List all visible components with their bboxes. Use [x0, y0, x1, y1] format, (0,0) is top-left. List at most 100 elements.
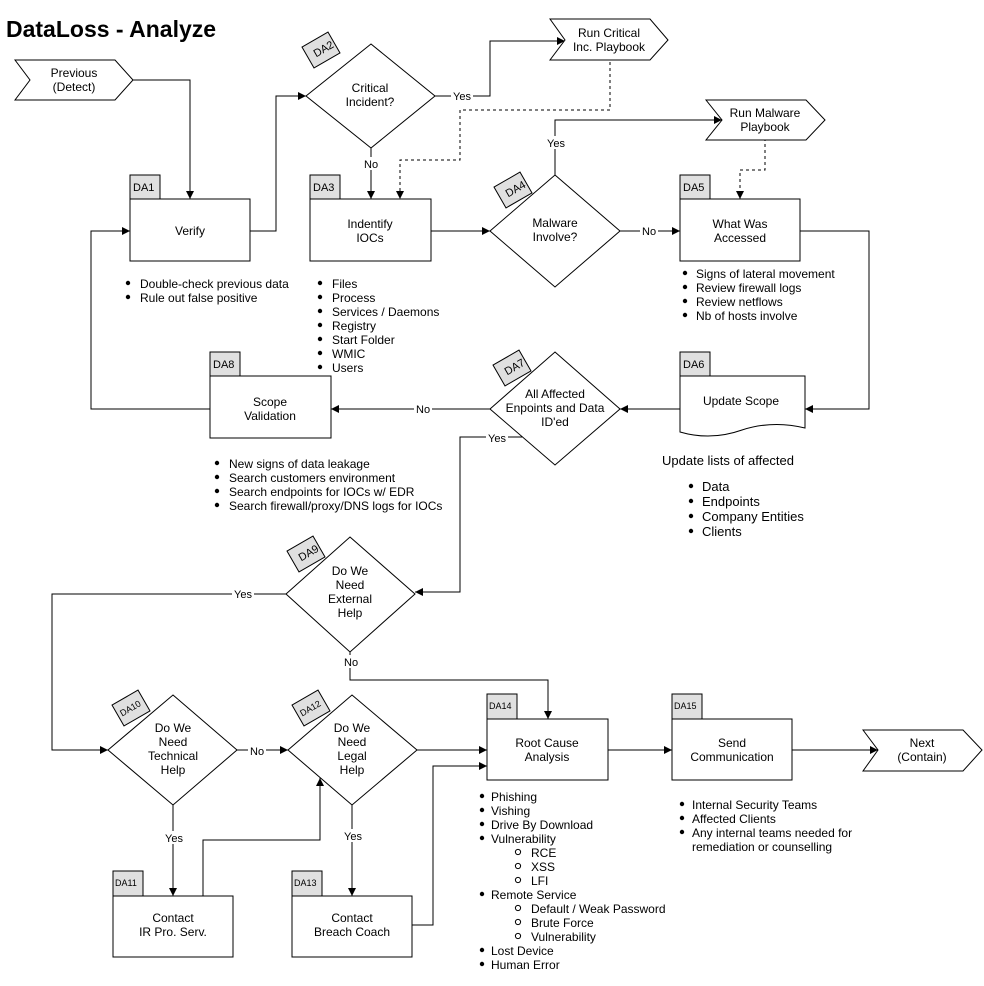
node-da3-identify-iocs[interactable]: DA3 Indentify IOCs [309, 174, 432, 262]
svg-text:Start Folder: Start Folder [332, 333, 395, 347]
node-da1-verify[interactable]: DA1 Verify [129, 174, 251, 262]
svg-text:Internal Security Teams: Internal Security Teams [692, 798, 817, 812]
edge-previous-to-da1 [133, 79, 194, 199]
edge-da11-to-da12 [202, 778, 324, 896]
node-tag: DA5 [683, 182, 704, 194]
edge-da9-to-da10 [51, 593, 286, 754]
svg-text:Nb of hosts involve: Nb of hosts involve [696, 309, 798, 323]
svg-text:Update Scope: Update Scope [703, 394, 779, 408]
node-da11-contact-ir[interactable]: DA11 Contact IR Pro. Serv. [112, 870, 234, 958]
svg-text:New signs of data leakage: New signs of data leakage [229, 457, 370, 471]
label-da12-yes: Yes [344, 831, 362, 843]
svg-text:Accessed: Accessed [714, 231, 766, 245]
svg-text:Signs of lateral movement: Signs of lateral movement [696, 267, 835, 281]
svg-text:WMIC: WMIC [332, 347, 366, 361]
svg-text:Clients: Clients [702, 524, 742, 539]
svg-text:IR Pro. Serv.: IR Pro. Serv. [139, 925, 207, 939]
svg-text:Analysis: Analysis [525, 750, 570, 764]
svg-text:XSS: XSS [531, 860, 555, 874]
svg-text:Vulnerability: Vulnerability [531, 930, 596, 944]
svg-text:Critical: Critical [352, 81, 389, 95]
node-da14-root-cause[interactable]: DA14 Root Cause Analysis [486, 693, 609, 781]
edge-da13-to-da14 [412, 762, 487, 926]
node-tag: DA3 [313, 182, 334, 194]
svg-text:Incident?: Incident? [346, 95, 395, 109]
svg-text:Affected Clients: Affected Clients [692, 812, 776, 826]
node-da12-legal-help[interactable]: DA12 Do We Need Legal Help [287, 689, 418, 806]
node-tag: DA11 [115, 878, 137, 888]
offpage-next[interactable]: Next (Contain) [862, 729, 983, 772]
svg-text:Root Cause: Root Cause [515, 736, 579, 750]
label-da2-no: No [364, 159, 378, 171]
svg-text:Enpoints and Data: Enpoints and Data [506, 401, 605, 415]
offpage-malware-playbook[interactable]: Run Malware Playbook [704, 99, 826, 141]
svg-text:Do We: Do We [155, 721, 192, 735]
svg-text:Review firewall logs: Review firewall logs [696, 281, 801, 295]
svg-text:Search customers environment: Search customers environment [229, 471, 396, 485]
svg-text:Indentify: Indentify [347, 217, 392, 231]
svg-text:Vulnerability: Vulnerability [491, 832, 556, 846]
notes-da8: New signs of data leakage Search custome… [214, 457, 442, 513]
notes-da5: Signs of lateral movement Review firewal… [682, 267, 835, 323]
notes-da6: Update lists of affected Data Endpoints … [662, 453, 804, 539]
svg-text:External: External [328, 592, 372, 606]
svg-text:Vishing: Vishing [491, 804, 530, 818]
node-da13-contact-breach-coach[interactable]: DA13 Contact Breach Coach [291, 870, 413, 958]
svg-text:Remote Service: Remote Service [491, 888, 577, 902]
label-da4-no: No [642, 226, 656, 238]
svg-text:Previous: Previous [51, 66, 98, 80]
svg-text:Inc. Playbook: Inc. Playbook [573, 40, 646, 54]
svg-text:Lost Device: Lost Device [491, 944, 554, 958]
edge-da9-to-da14 [349, 652, 552, 719]
edge-da7-to-da9 [415, 436, 522, 596]
node-da15-send-communication[interactable]: DA15 Send Communication [671, 693, 793, 781]
node-tag: DA8 [213, 359, 234, 371]
label-da9-yes: Yes [234, 589, 252, 601]
svg-text:Phishing: Phishing [491, 790, 537, 804]
node-da10-technical-help[interactable]: DA10 Do We Need Technical Help [107, 689, 238, 806]
label-da10-yes: Yes [165, 833, 183, 845]
edge-da1-to-da2 [250, 92, 306, 232]
svg-text:Send: Send [718, 736, 746, 750]
svg-text:What Was: What Was [713, 217, 768, 231]
offpage-previous[interactable]: Previous (Detect) [14, 59, 134, 101]
svg-text:Contact: Contact [152, 911, 194, 925]
svg-text:Services / Daemons: Services / Daemons [332, 305, 439, 319]
svg-text:Help: Help [161, 763, 186, 777]
svg-text:Technical: Technical [148, 749, 198, 763]
svg-text:Communication: Communication [690, 750, 773, 764]
svg-text:Drive By Download: Drive By Download [491, 818, 593, 832]
svg-text:Malware: Malware [532, 216, 578, 230]
svg-text:Files: Files [332, 277, 357, 291]
label-da9-no: No [344, 657, 358, 669]
node-da4-malware-involved[interactable]: DA4 Malware Involve? [489, 171, 621, 288]
node-da7-all-affected-ided[interactable]: DA7 All Affected Enpoints and Data ID'ed [489, 349, 621, 466]
edge-critical-playbook-to-da3 [396, 56, 611, 199]
svg-text:Need: Need [338, 735, 367, 749]
node-da5-what-was-accessed[interactable]: DA5 What Was Accessed [679, 174, 801, 262]
svg-text:Run Critical: Run Critical [578, 26, 640, 40]
svg-text:All Affected: All Affected [525, 387, 585, 401]
notes-da15: Internal Security Teams Affected Clients… [679, 798, 852, 854]
svg-text:IOCs: IOCs [356, 231, 383, 245]
svg-text:Run Malware: Run Malware [730, 106, 801, 120]
svg-text:Help: Help [340, 763, 365, 777]
node-tag: DA6 [683, 359, 704, 371]
edge-da4-to-malware-playbook [554, 116, 722, 175]
edge-malware-playbook-to-da5 [736, 138, 766, 199]
node-da2-critical-incident[interactable]: DA2 Critical Incident? [301, 31, 436, 149]
label-da7-no: No [416, 404, 430, 416]
svg-text:Do We: Do We [332, 564, 369, 578]
svg-text:Review netflows: Review netflows [696, 295, 783, 309]
node-da8-scope-validation[interactable]: DA8 Scope Validation [209, 351, 332, 439]
svg-text:RCE: RCE [531, 846, 556, 860]
node-da6-update-scope[interactable]: DA6 Update Scope [679, 351, 806, 437]
svg-text:Users: Users [332, 361, 363, 375]
node-da9-external-help[interactable]: DA9 Do We Need External Help [285, 535, 416, 653]
label-da10-no: No [250, 746, 264, 758]
svg-text:Contact: Contact [331, 911, 373, 925]
svg-text:Need: Need [336, 578, 365, 592]
offpage-critical-playbook[interactable]: Run Critical Inc. Playbook [549, 18, 669, 61]
svg-text:remediation or counselling: remediation or counselling [692, 840, 832, 854]
